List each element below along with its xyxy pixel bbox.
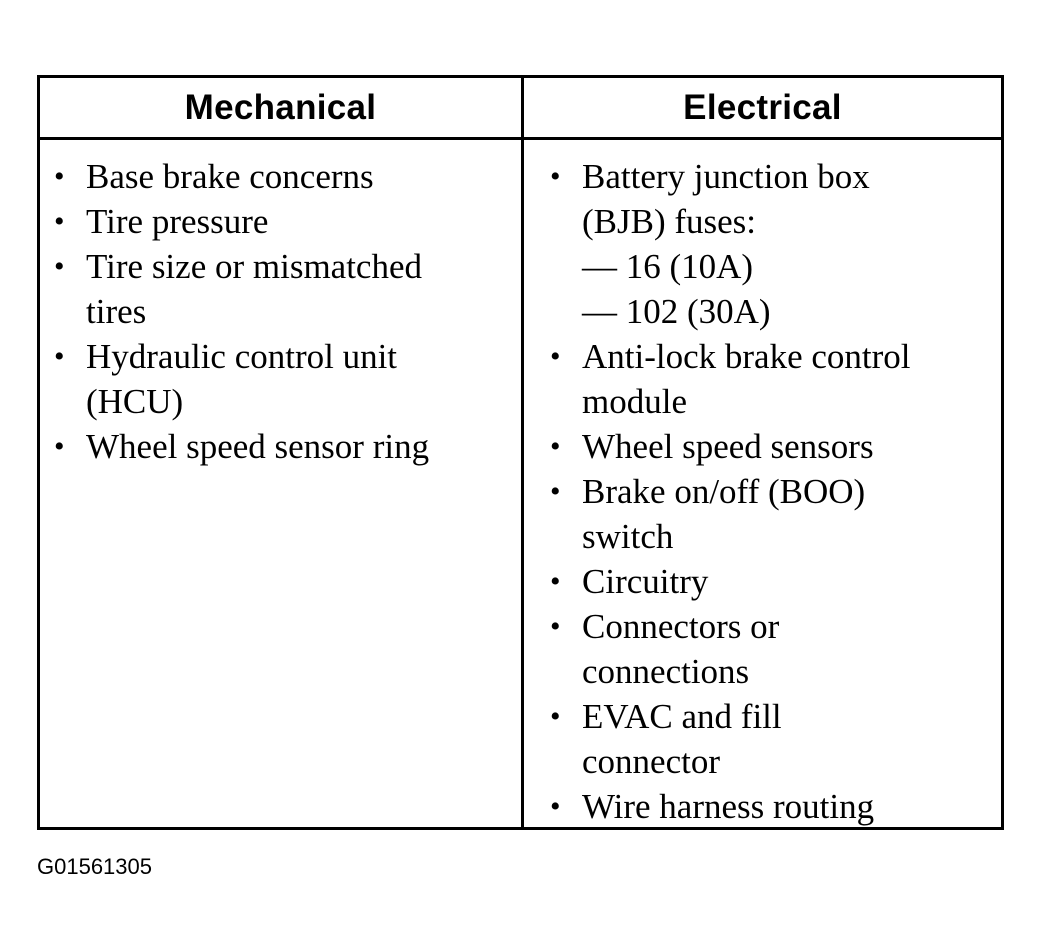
list-item-text: Battery junction box (BJB) fuses: — 16 (… xyxy=(582,157,870,331)
bullet-icon: • xyxy=(54,430,65,463)
list-item-text: Wheel speed sensors xyxy=(582,427,874,466)
list-item: • Tire pressure xyxy=(48,199,521,244)
list-item-text: EVAC and fill connector xyxy=(582,697,782,781)
list-item-text: Anti-lock brake control module xyxy=(582,337,911,421)
list-item: • Wire harness routing xyxy=(544,784,1001,829)
bullet-icon: • xyxy=(54,160,65,193)
bullet-icon: • xyxy=(550,700,561,733)
list-item-text: Wire harness routing xyxy=(582,787,875,826)
list-item: • Battery junction box (BJB) fuses: — 16… xyxy=(544,154,1001,334)
bullet-icon: • xyxy=(550,475,561,508)
list-item: • Tire size or mismatched tires xyxy=(48,244,521,334)
header-electrical: Electrical xyxy=(524,78,1001,140)
figure-id: G01561305 xyxy=(37,854,152,879)
list-item: • Hydraulic control unit (HCU) xyxy=(48,334,521,424)
list-item: • Circuitry xyxy=(544,559,1001,604)
list-item-text: Tire size or mismatched tires xyxy=(86,247,423,331)
bullet-icon: • xyxy=(54,250,65,283)
list-item-text: Base brake concerns xyxy=(86,157,374,196)
list-item-text: Circuitry xyxy=(582,562,709,601)
bullet-icon: • xyxy=(550,790,561,823)
list-item-text: Connectors or connections xyxy=(582,607,780,691)
list-item-text: Hydraulic control unit (HCU) xyxy=(86,337,398,421)
list-item: • Brake on/off (BOO) switch xyxy=(544,469,1001,559)
bullet-icon: • xyxy=(54,205,65,238)
header-mechanical: Mechanical xyxy=(40,78,524,140)
bullet-icon: • xyxy=(550,610,561,643)
list-item: • Base brake concerns xyxy=(48,154,521,199)
diagnostic-table: Mechanical Electrical • Base brake conce… xyxy=(37,75,1004,830)
list-item: • Wheel speed sensor ring xyxy=(48,424,521,469)
list-item-text: Brake on/off (BOO) switch xyxy=(582,472,866,556)
list-item-text: Tire pressure xyxy=(86,202,269,241)
list-item-text: Wheel speed sensor ring xyxy=(86,427,430,466)
list-item: • Wheel speed sensors xyxy=(544,424,1001,469)
bullet-icon: • xyxy=(550,340,561,373)
bullet-icon: • xyxy=(550,565,561,598)
bullet-icon: • xyxy=(54,340,65,373)
mechanical-column: • Base brake concerns • Tire pressure • … xyxy=(40,140,524,829)
bullet-icon: • xyxy=(550,160,561,193)
list-item: • Anti-lock brake control module xyxy=(544,334,1001,424)
electrical-column: • Battery junction box (BJB) fuses: — 16… xyxy=(524,140,1001,829)
list-item: • EVAC and fill connector xyxy=(544,694,1001,784)
bullet-icon: • xyxy=(550,430,561,463)
list-item: • Connectors or connections xyxy=(544,604,1001,694)
